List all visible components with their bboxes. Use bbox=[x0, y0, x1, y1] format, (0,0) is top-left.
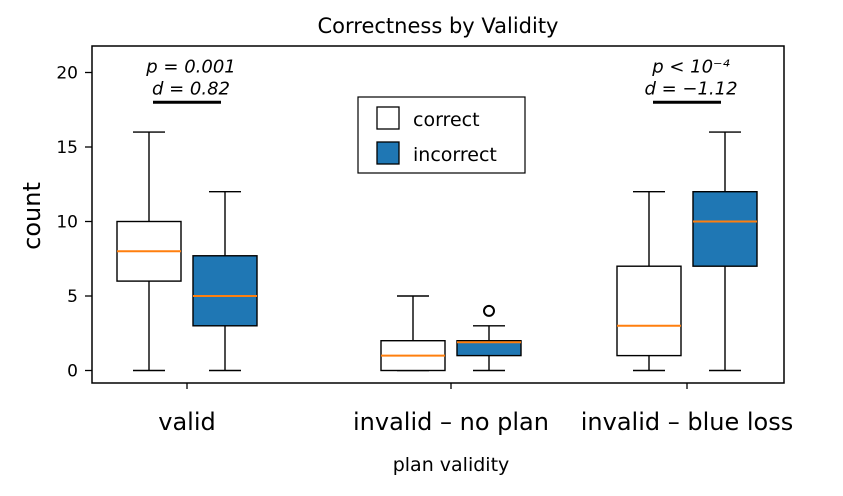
box-iqr bbox=[456, 340, 522, 357]
box-iqr bbox=[616, 265, 682, 357]
annotation-p-value: p < 10⁻⁴ bbox=[651, 56, 730, 77]
y-tick-label: 10 bbox=[56, 213, 78, 233]
y-tick-label: 15 bbox=[56, 138, 78, 158]
annotation-effect-size: d = −1.12 bbox=[644, 78, 737, 99]
legend-label-incorrect: incorrect bbox=[413, 144, 497, 166]
box-incorrect-1 bbox=[456, 304, 522, 372]
legend-swatch-correct bbox=[376, 106, 400, 130]
box-correct-2 bbox=[616, 190, 682, 372]
box-incorrect-0 bbox=[192, 190, 258, 372]
legend: correct incorrect bbox=[357, 96, 526, 174]
outlier-point bbox=[483, 304, 495, 317]
legend-label-correct: correct bbox=[413, 109, 480, 131]
box-iqr bbox=[192, 255, 258, 327]
legend-swatch-incorrect bbox=[376, 141, 400, 165]
annotation-p-value: p = 0.001 bbox=[145, 56, 235, 77]
annotation-effect-size: d = 0.82 bbox=[152, 78, 230, 99]
x-tick-label: invalid – no plan bbox=[353, 408, 549, 436]
x-tick-label: invalid – blue loss bbox=[581, 408, 793, 436]
chart-title: Correctness by Validity bbox=[318, 14, 559, 38]
box-iqr bbox=[692, 190, 758, 267]
y-tick-label: 0 bbox=[67, 362, 78, 382]
plot-area: 0 5 10 15 20 valid invalid – no plan invalid – … bbox=[56, 56, 793, 436]
y-tick-label: 20 bbox=[56, 64, 78, 84]
box-incorrect-2 bbox=[692, 131, 758, 372]
plot-frame bbox=[91, 45, 785, 384]
y-axis-label: count bbox=[18, 182, 46, 250]
x-axis-label: plan validity bbox=[393, 454, 510, 476]
box-correct-0 bbox=[116, 131, 182, 372]
y-tick-label: 5 bbox=[67, 287, 78, 307]
x-tick-label: valid bbox=[158, 408, 215, 436]
box-correct-1 bbox=[380, 295, 446, 372]
